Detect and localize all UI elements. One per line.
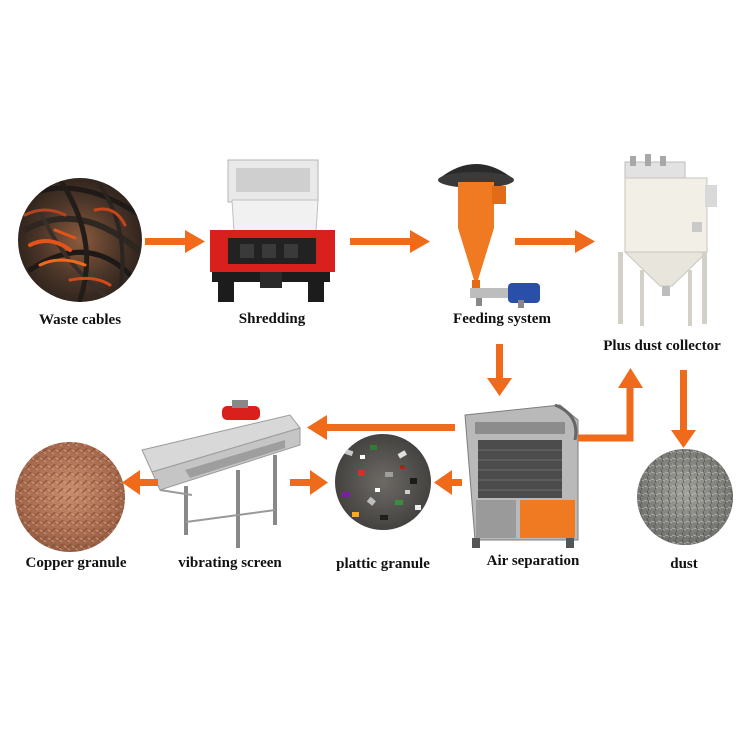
shredder-machine-image: [210, 159, 335, 302]
arrow-air-separation-to-vibrating-screen: [307, 415, 455, 440]
arrow-cables-to-shredder: [145, 230, 205, 253]
arrow-feeding-to-air-separation: [487, 344, 512, 396]
arrow-shredder-to-feeding: [350, 230, 430, 253]
arrow-air-separation-to-plastic: [434, 470, 462, 495]
waste-cables-image: [18, 178, 142, 302]
vibrating-screen-image: [141, 400, 301, 548]
air-separation-image: [464, 403, 579, 548]
plastic-granule-image: [335, 434, 431, 530]
arrow-vibrating-screen-to-copper: [122, 470, 158, 495]
label-shredding: Shredding: [238, 311, 306, 327]
label-waste-cables: Waste cables: [38, 312, 122, 328]
label-dust-collector: Plus dust collector: [603, 338, 721, 354]
arrow-vibrating-screen-to-plastic: [290, 470, 328, 495]
arrow-air-separation-to-collector: [578, 368, 643, 442]
copper-granule-image: [15, 442, 125, 552]
label-copper-granule: Copper granule: [25, 555, 127, 571]
dust-image: [637, 449, 733, 545]
label-air-separation: Air separation: [486, 553, 580, 569]
arrow-collector-to-dust: [671, 370, 696, 448]
feeding-system-image: [438, 164, 540, 308]
label-plastic-granule: plattic granule: [336, 556, 430, 572]
dust-collector-image: [618, 154, 717, 326]
arrow-feeding-to-collector: [515, 230, 595, 253]
label-dust: dust: [670, 556, 698, 572]
label-vibrating-screen: vibrating screen: [178, 555, 282, 571]
label-feeding-system: Feeding system: [453, 311, 551, 327]
